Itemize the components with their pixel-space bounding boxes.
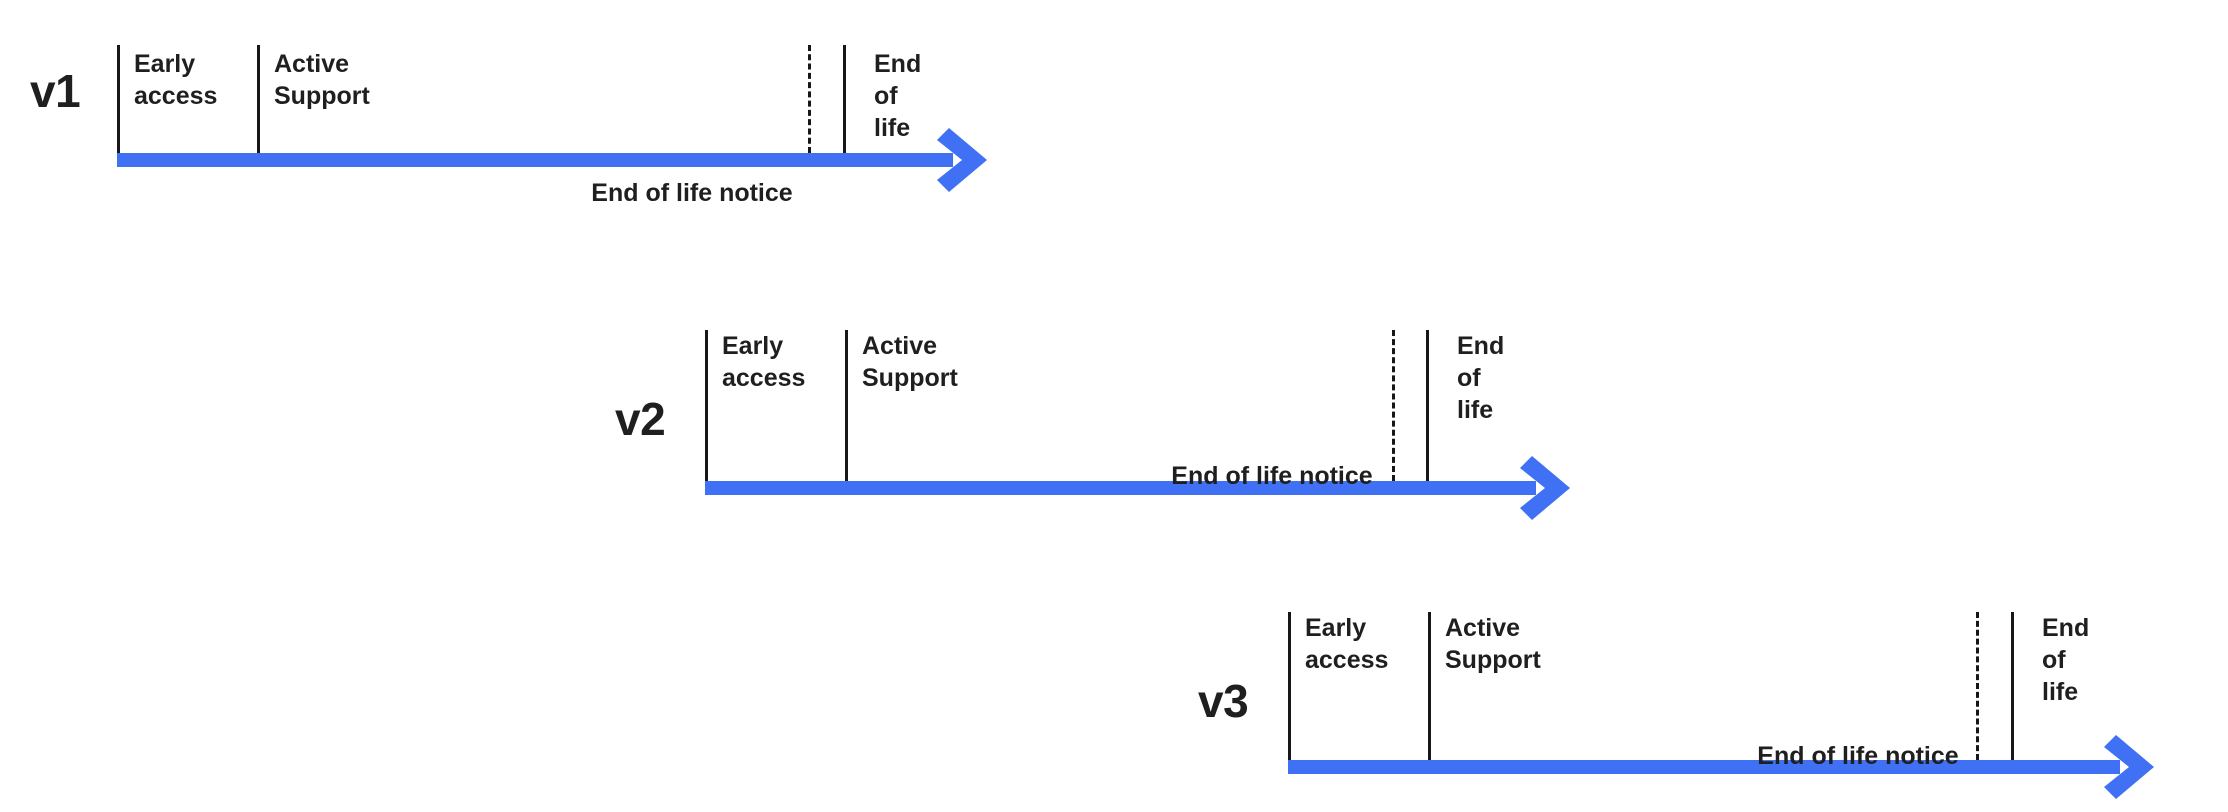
- timeline-arrow-shaft: [117, 153, 953, 167]
- phase-label-2: Active Support: [274, 50, 370, 110]
- phase-label-2: Active Support: [862, 332, 958, 392]
- timeline-arrow-shaft: [705, 481, 1536, 495]
- phase-divider-tick-2: [257, 45, 260, 153]
- timeline-arrow-head-icon: [1508, 450, 1584, 526]
- timeline-arrow-head-icon: [925, 122, 1001, 198]
- end-of-life-notice-label: End of life notice: [1757, 742, 1959, 770]
- end-of-life-notice-label: End of life notice: [1171, 462, 1373, 490]
- end-of-life-notice-dashed-tick: [1976, 612, 1979, 760]
- phase-label-1: Early access: [134, 50, 218, 110]
- phase-label-1: Early access: [1305, 614, 1389, 674]
- end-of-life-notice-label: End of life notice: [591, 179, 793, 207]
- version-label-v1: v1: [30, 65, 81, 117]
- version-label-v2: v2: [615, 393, 666, 445]
- timeline-arrow-shaft: [1288, 760, 2120, 774]
- phase-divider-tick-2: [1428, 612, 1431, 760]
- end-of-life-notice-dashed-tick: [808, 45, 811, 153]
- phase-label-2: Active Support: [1445, 614, 1541, 674]
- phase-label-3: End of life: [1457, 332, 1505, 424]
- phase-label-3: End of life: [2042, 614, 2090, 706]
- phase-divider-tick-3: [1426, 330, 1429, 481]
- phase-divider-tick-1: [117, 45, 120, 153]
- phase-divider-tick-1: [1288, 612, 1291, 760]
- phase-label-1: Early access: [722, 332, 806, 392]
- phase-divider-tick-3: [2011, 612, 2014, 760]
- timeline-arrow-head-icon: [2092, 729, 2168, 805]
- phase-label-3: End of life: [874, 50, 922, 142]
- version-label-v3: v3: [1198, 675, 1249, 727]
- phase-divider-tick-3: [843, 45, 846, 153]
- phase-divider-tick-2: [845, 330, 848, 481]
- phase-divider-tick-1: [705, 330, 708, 481]
- end-of-life-notice-dashed-tick: [1392, 330, 1395, 481]
